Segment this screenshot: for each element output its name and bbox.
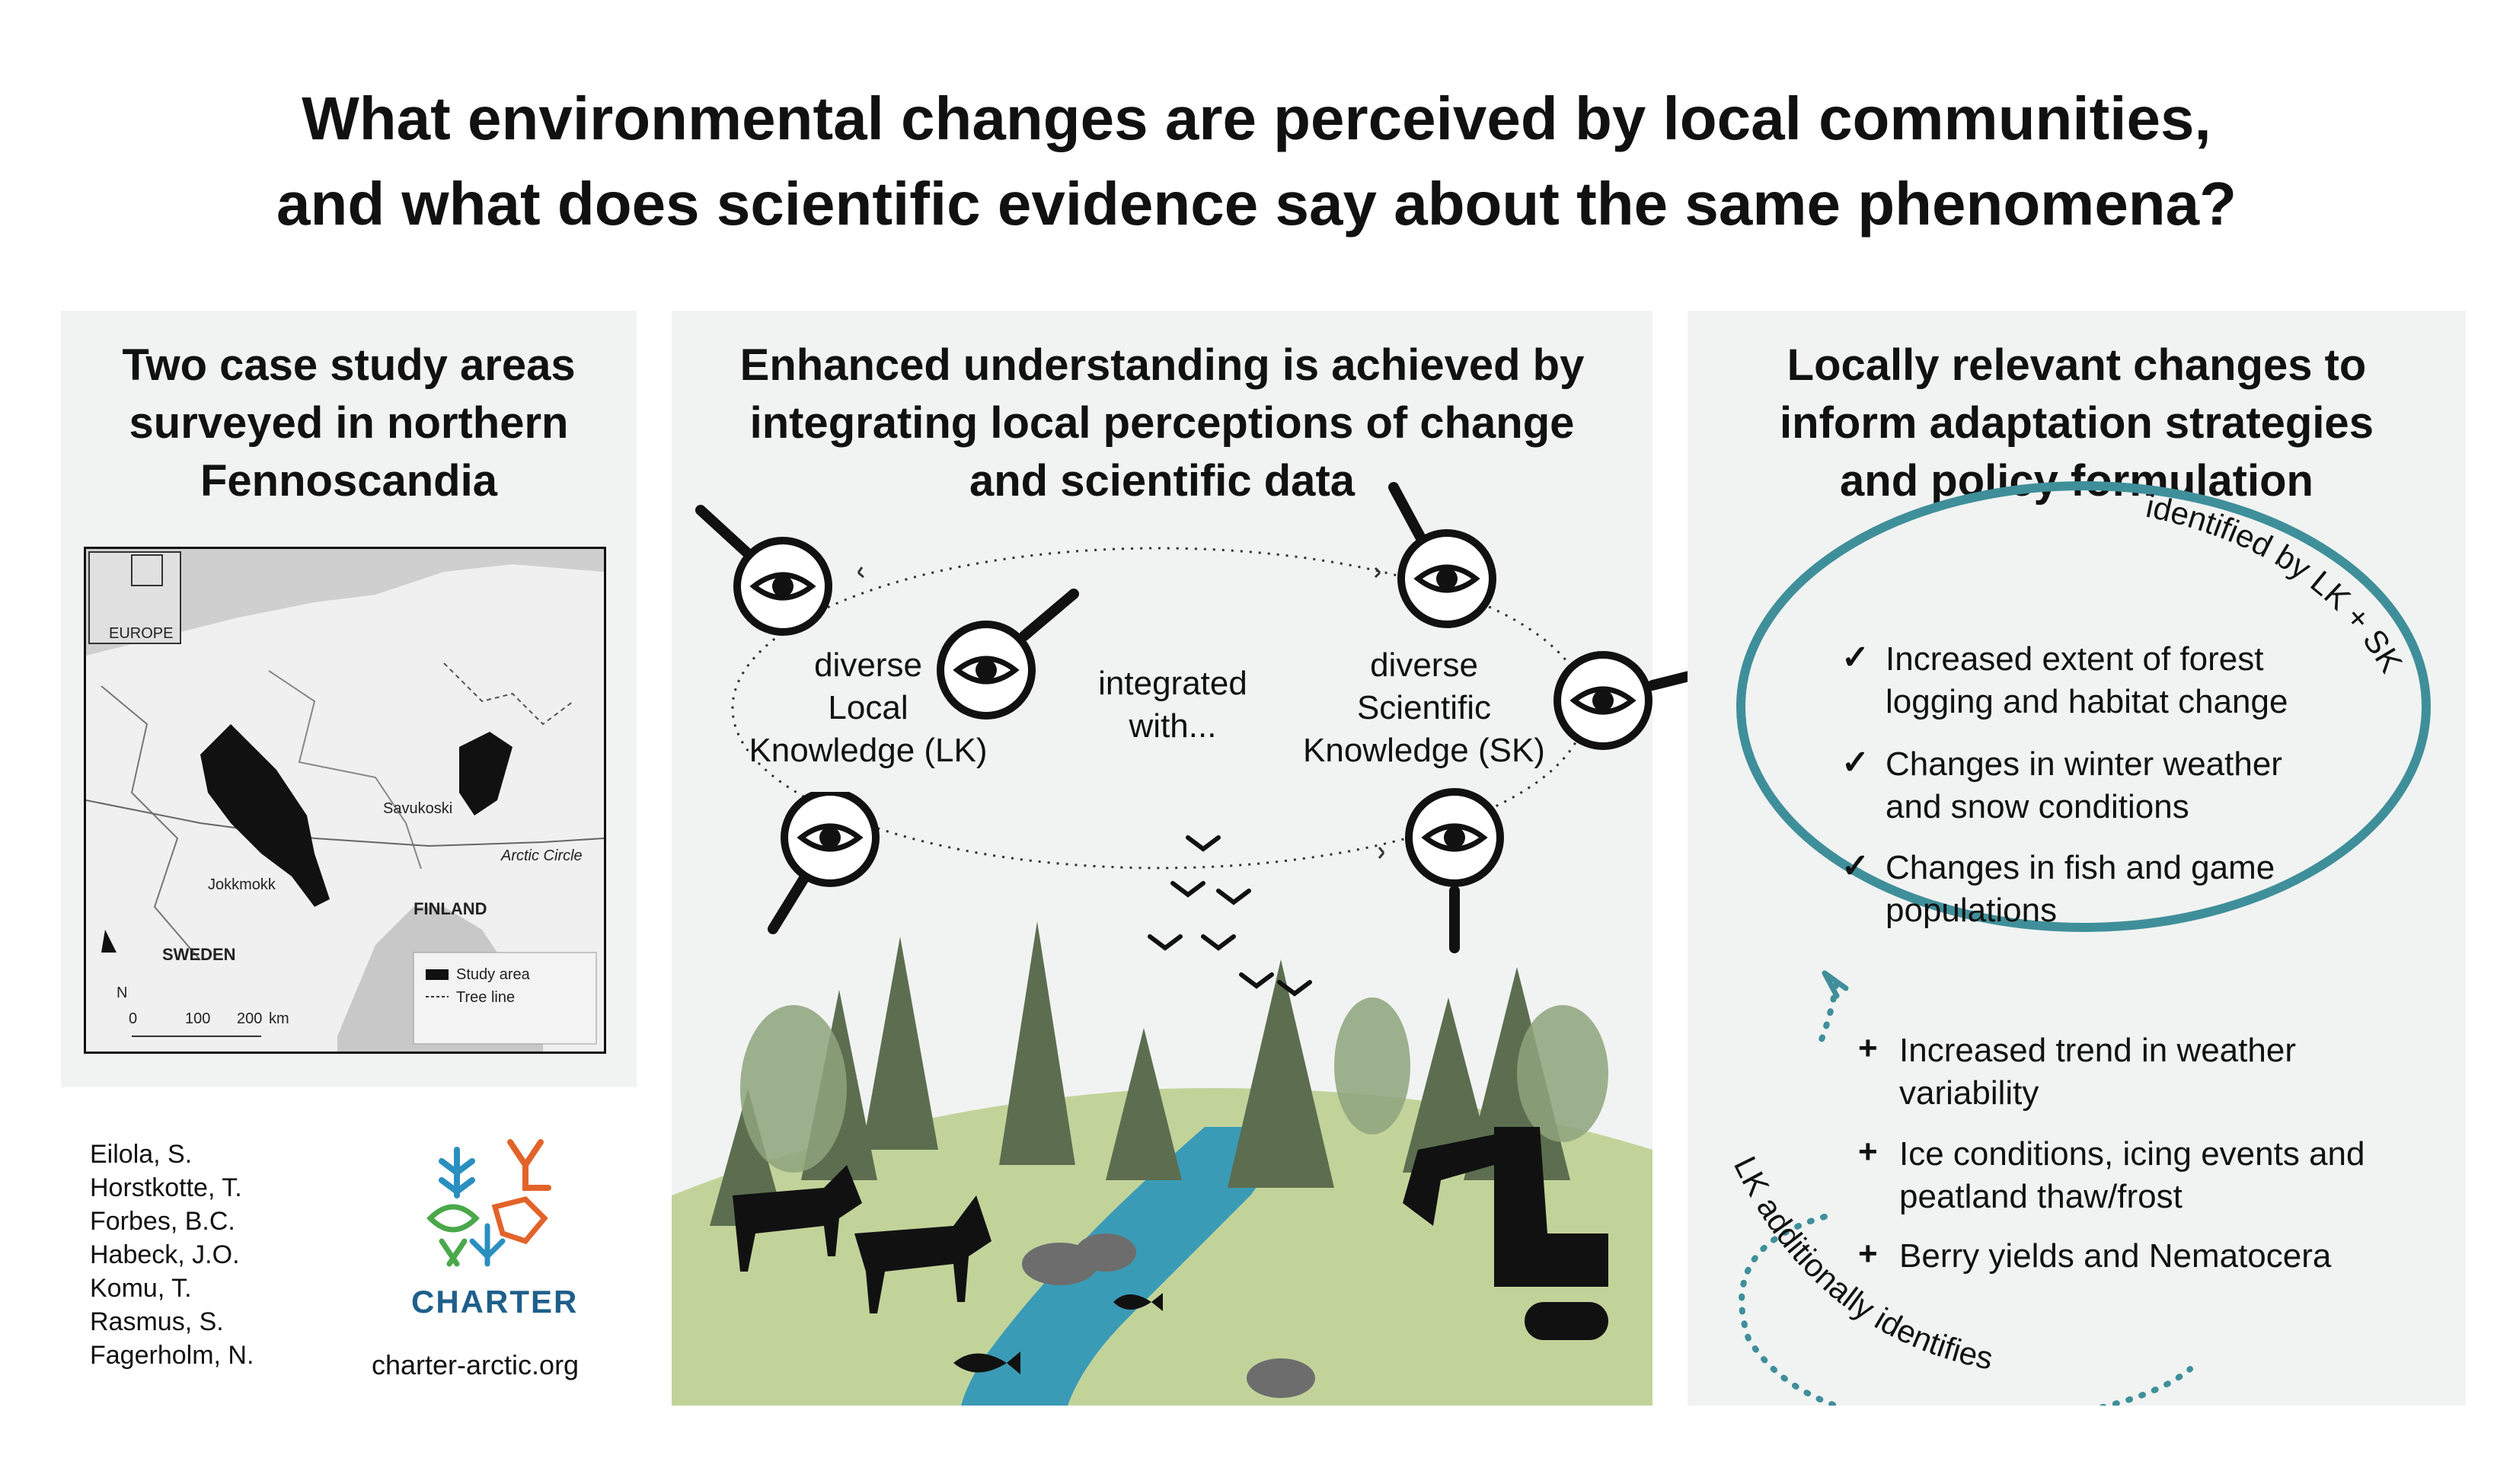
additional-change-item: Berry yields and Nematocera bbox=[1899, 1235, 2331, 1278]
integration-heading-line-1: Enhanced understanding is achieved by bbox=[739, 340, 1585, 390]
birds-icon bbox=[1148, 835, 1312, 997]
check-icon: ✓ bbox=[1841, 639, 1870, 676]
arctic-circle-label: Arctic Circle bbox=[501, 847, 583, 864]
integrated-line-1: integrated bbox=[1098, 665, 1247, 702]
author: Habeck, J.O. bbox=[90, 1240, 240, 1269]
integration-heading-line-2: integrating local perceptions of change bbox=[749, 398, 1575, 448]
item-line: and snow conditions bbox=[1886, 788, 2189, 825]
eye-magnifier-icon bbox=[768, 792, 880, 934]
additional-changes-arc bbox=[1739, 1214, 2193, 1406]
author: Forbes, B.C. bbox=[90, 1207, 235, 1236]
author: Komu, T. bbox=[90, 1274, 192, 1303]
place-savukoski: Savukoski bbox=[383, 800, 453, 817]
check-icon: ✓ bbox=[1841, 847, 1870, 885]
map-graphic bbox=[86, 549, 604, 1052]
main-title: What environmental changes are perceived… bbox=[0, 76, 2513, 247]
integrated-line-2: with... bbox=[1129, 707, 1217, 745]
integration-heading: Enhanced understanding is achieved by in… bbox=[672, 337, 1652, 510]
policy-heading-line-3: and policy formulation bbox=[1840, 456, 2313, 506]
inset-label: EUROPE bbox=[109, 625, 174, 642]
policy-heading: Locally relevant changes to inform adapt… bbox=[1688, 337, 2466, 510]
author: Eilola, S. bbox=[90, 1140, 193, 1169]
case-study-heading: Two case study areas surveyed in norther… bbox=[61, 337, 637, 510]
case-study-heading-line-3: Fennoscandia bbox=[200, 456, 497, 506]
legend-study-area: Study area bbox=[456, 966, 530, 983]
lk-line-3: Knowledge (LK) bbox=[749, 732, 988, 769]
plus-icon: + bbox=[1858, 1235, 1878, 1272]
logo-name: CHARTER bbox=[411, 1284, 579, 1320]
author: Fagerholm, N. bbox=[90, 1341, 254, 1370]
case-study-heading-line-2: surveyed in northern bbox=[129, 398, 569, 448]
study-area-map: EUROPE Savukoski Jokkmokk FINLAND SWEDEN… bbox=[84, 547, 606, 1054]
scientific-knowledge-label: diverse Scientific Knowledge (SK) bbox=[1287, 644, 1561, 772]
title-line-2: and what does scientific evidence say ab… bbox=[276, 170, 2237, 238]
item-line: Increased trend in weather bbox=[1899, 1032, 2296, 1069]
eye-magnifier-icon bbox=[937, 589, 1079, 720]
additional-change-item: Ice conditions, icing events and peatlan… bbox=[1899, 1133, 2365, 1218]
integration-heading-line-3: and scientific data bbox=[969, 456, 1355, 506]
eye-magnifier-icon bbox=[1388, 482, 1496, 628]
shared-change-item: Changes in winter weather and snow condi… bbox=[1886, 743, 2282, 828]
item-line: logging and habitat change bbox=[1886, 683, 2288, 720]
case-study-heading-line-1: Two case study areas bbox=[122, 340, 576, 390]
shared-change-item: Changes in fish and game populations bbox=[1886, 847, 2275, 932]
item-line: Increased extent of forest bbox=[1886, 640, 2264, 678]
lk-line-2: Local bbox=[828, 689, 908, 726]
place-finland: FINLAND bbox=[414, 899, 487, 918]
landscape-illustration bbox=[672, 921, 1652, 1406]
plus-icon: + bbox=[1858, 1133, 1878, 1170]
scale-km: km bbox=[269, 1010, 289, 1027]
scale-200: 200 bbox=[237, 1010, 263, 1027]
item-line: Berry yields and Nematocera bbox=[1899, 1237, 2332, 1275]
logo-url[interactable]: charter-arctic.org bbox=[372, 1349, 580, 1380]
legend-tree-line: Tree line bbox=[456, 989, 516, 1006]
local-knowledge-label: diverse Local Knowledge (LK) bbox=[739, 644, 998, 772]
shared-change-item: Increased extent of forest logging and h… bbox=[1886, 638, 2288, 723]
place-jokkmokk: Jokkmokk bbox=[208, 876, 276, 893]
sk-line-2: Scientific bbox=[1356, 689, 1492, 726]
policy-graphics: identified by LK + SK LK additionally id… bbox=[1727, 481, 2431, 1406]
north-arrow-label: N bbox=[117, 985, 128, 1001]
sk-line-3: Knowledge (SK) bbox=[1303, 732, 1545, 769]
policy-heading-line-2: inform adaptation strategies bbox=[1780, 398, 2374, 448]
plus-icon: + bbox=[1858, 1029, 1878, 1067]
item-line: variability bbox=[1899, 1074, 2039, 1112]
item-line: Changes in fish and game bbox=[1886, 849, 2275, 886]
author: Rasmus, S. bbox=[90, 1307, 224, 1336]
scale-0: 0 bbox=[129, 1010, 138, 1027]
eye-magnifier-icon bbox=[695, 505, 832, 636]
author-list: Eilola, S. Horstkotte, T. Forbes, B.C. H… bbox=[90, 1138, 254, 1372]
item-line: Changes in winter weather bbox=[1886, 745, 2282, 783]
eye-magnifier-icon bbox=[1405, 788, 1504, 953]
charter-logo-icon bbox=[426, 1139, 551, 1267]
additional-change-item: Increased trend in weather variability bbox=[1899, 1029, 2296, 1115]
policy-heading-line-1: Locally relevant changes to bbox=[1787, 340, 2367, 390]
scale-100: 100 bbox=[185, 1010, 211, 1027]
check-icon: ✓ bbox=[1841, 744, 1870, 781]
integrated-with-label: integrated with... bbox=[1066, 662, 1279, 748]
place-sweden: SWEDEN bbox=[162, 945, 236, 964]
sk-line-1: diverse bbox=[1370, 646, 1478, 684]
lk-line-1: diverse bbox=[814, 646, 922, 684]
item-line: peatland thaw/frost bbox=[1899, 1178, 2183, 1215]
author: Horstkotte, T. bbox=[90, 1173, 242, 1202]
item-line: Ice conditions, icing events and bbox=[1899, 1135, 2365, 1173]
item-line: populations bbox=[1886, 892, 2058, 929]
title-line-1: What environmental changes are perceived… bbox=[302, 85, 2211, 152]
shared-changes-ellipse bbox=[1736, 481, 2431, 932]
